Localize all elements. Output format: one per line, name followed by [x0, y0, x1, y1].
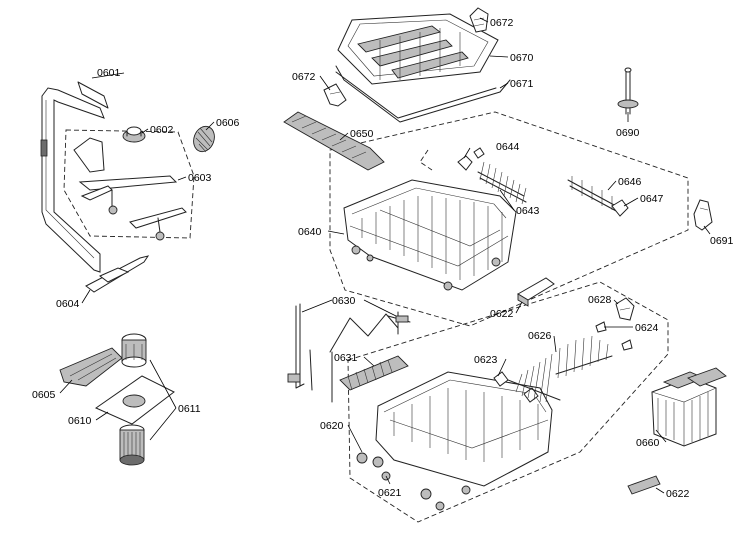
label-0660: 0660	[636, 437, 660, 449]
group-outline-upper-rack	[329, 111, 689, 327]
label-0690: 0690	[616, 127, 640, 139]
lower-spray-arm-0604	[85, 255, 150, 293]
label-0647: 0647	[640, 193, 664, 205]
handle-0622-upper	[517, 277, 555, 307]
rack-rail-0630	[287, 303, 411, 403]
label-0606: 0606	[216, 117, 240, 129]
supply-pipe-0601	[40, 81, 109, 273]
label-0670: 0670	[510, 52, 534, 64]
label-0672-side: 0672	[292, 71, 316, 83]
cutlery-basket-0660	[651, 367, 727, 447]
upper-basket-0640	[343, 179, 517, 291]
tine-rack-0643	[477, 161, 527, 205]
label-0622-upper: 0622	[490, 308, 514, 320]
label-0602: 0602	[150, 124, 174, 136]
part-labels: 0601 0602 0606 0603 0604 0605 0610 0611 …	[32, 17, 734, 500]
tray-frame-0671	[335, 65, 511, 123]
handle-0622-lower	[627, 475, 661, 495]
group-outline-spray-arms	[63, 129, 195, 239]
tray-clip-0672-side	[323, 83, 347, 107]
label-0604: 0604	[56, 298, 80, 310]
hub-0602	[122, 126, 146, 143]
filter-unit-0611	[121, 333, 147, 368]
label-0611: 0611	[178, 403, 201, 415]
label-0672-top: 0672	[490, 17, 514, 29]
shaft-0690	[617, 67, 639, 115]
leader-lines	[59, 17, 711, 494]
tray-clip-0672-top	[469, 7, 489, 33]
filter-disc-0606	[193, 125, 215, 153]
tine-row-0626	[507, 335, 613, 403]
label-0621: 0621	[378, 487, 402, 499]
label-0671: 0671	[510, 78, 534, 90]
label-0603: 0603	[188, 172, 212, 184]
tine-row-0650	[283, 111, 385, 171]
holder-0647	[611, 199, 629, 217]
bracket-0691	[693, 199, 713, 231]
label-0628: 0628	[588, 294, 612, 306]
cup-shelf-0646	[567, 176, 619, 213]
label-0643: 0643	[516, 205, 540, 217]
micro-filter-0611	[119, 424, 145, 466]
spray-arm-0603	[73, 137, 187, 241]
label-0605: 0605	[32, 389, 56, 401]
label-0630: 0630	[332, 295, 356, 307]
label-0691: 0691	[710, 235, 734, 247]
label-0646: 0646	[618, 176, 642, 188]
lower-basket-0620	[356, 371, 553, 511]
label-0631: 0631	[334, 352, 358, 364]
label-0650: 0650	[350, 128, 374, 140]
label-0601: 0601	[97, 67, 121, 79]
label-0620: 0620	[320, 420, 344, 432]
flat-filter-0610	[94, 375, 175, 425]
holder-0628	[615, 297, 635, 321]
group-outline-lower-rack	[347, 281, 669, 523]
label-0622-lower: 0622	[666, 488, 690, 500]
label-0644: 0644	[496, 141, 520, 153]
clip-0644	[457, 147, 485, 171]
label-0626: 0626	[528, 330, 552, 342]
cutlery-tray-0670	[337, 13, 499, 85]
label-0610: 0610	[68, 415, 92, 427]
group-outline-cutlery-basket	[419, 149, 433, 171]
clip-0624	[595, 321, 633, 351]
label-0623: 0623	[474, 354, 498, 366]
label-0624: 0624	[635, 322, 659, 334]
tine-row-0631	[339, 355, 409, 391]
filter-cover-0605	[59, 347, 123, 387]
label-0640: 0640	[298, 226, 322, 238]
